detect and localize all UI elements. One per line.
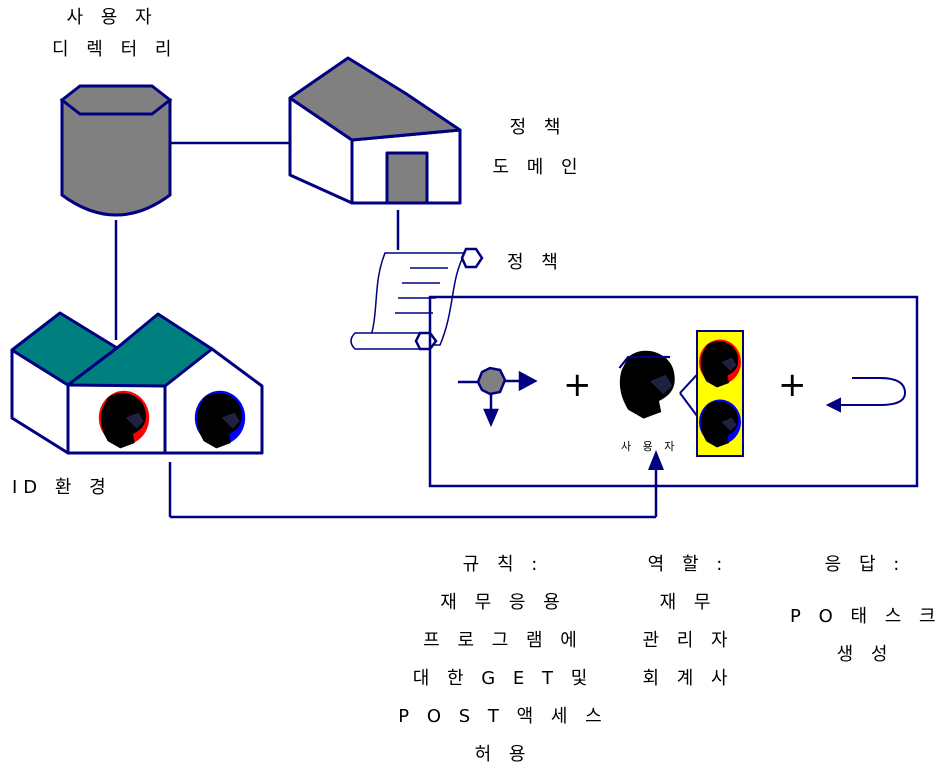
user-label: 사 용 자 — [621, 440, 679, 453]
plus-operator-1: + — [563, 365, 592, 405]
user-red-icon — [98, 390, 150, 449]
role-caption: 역 할 : 재 무 관 리 자 회 계 사 — [642, 554, 734, 689]
response-caption: 응 답 : P O 태 스 크 생 성 — [790, 554, 942, 665]
database-cylinder-icon — [59, 84, 173, 217]
user-directory-label: 사 용 자 디 렉 터 리 — [52, 7, 178, 60]
scroll-icon — [350, 247, 484, 351]
role-user-blue-icon — [699, 399, 741, 448]
policy-label: 정 책 — [507, 252, 564, 273]
role-user-red-icon — [699, 339, 741, 388]
policy-domain-label: 정 책 도 메 인 — [492, 117, 584, 178]
policy-detail-box — [428, 295, 919, 488]
id-environment-label: ID 환 경 — [12, 477, 112, 498]
gear-icon — [458, 366, 538, 428]
arrowhead-up-icon — [648, 450, 664, 470]
plus-operator-2: + — [778, 365, 807, 405]
return-arrow-icon — [825, 377, 907, 413]
user-head-icon — [618, 350, 675, 419]
user-blue-icon — [194, 390, 246, 449]
policy-domain-house-icon — [288, 56, 462, 205]
rule-caption: 규 칙 : 재 무 응 용 프 로 그 램 에 대 한 G E T 및 P O … — [398, 554, 608, 765]
connector-lines — [114, 141, 664, 519]
